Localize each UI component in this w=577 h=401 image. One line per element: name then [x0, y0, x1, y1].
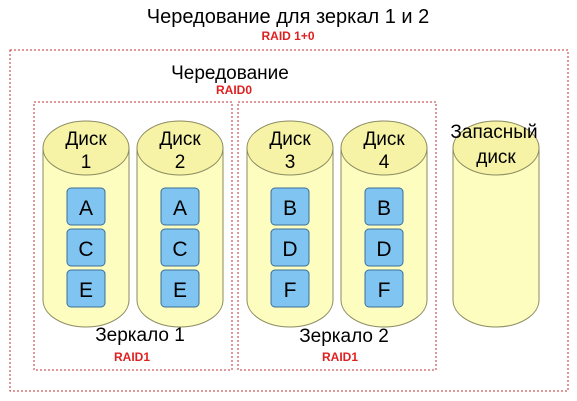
data-block: [66, 187, 106, 226]
cylinder-top: [340, 120, 428, 176]
diagram-title: Чередование для зеркал 1 и 2: [147, 6, 429, 28]
data-block: [364, 269, 404, 308]
data-block: [66, 228, 106, 267]
data-block-label: A: [79, 197, 93, 220]
spare-disk-label: Запасный: [450, 122, 537, 143]
data-block: [160, 187, 200, 226]
disk-label: Диск: [269, 129, 311, 150]
data-block: [66, 269, 106, 308]
disk-label: Диск: [159, 129, 201, 150]
data-block: [160, 228, 200, 267]
cylinder-top: [42, 120, 130, 176]
data-block-label: D: [282, 238, 297, 261]
data-block-label: B: [283, 197, 297, 220]
mirror-1-label: Зеркало 1: [95, 325, 185, 346]
mirror-2-tag: RAID1: [322, 350, 358, 364]
disk-label: Диск: [65, 129, 107, 150]
disk-number: 1: [81, 152, 92, 173]
disk-number: 3: [285, 152, 296, 173]
spare-disk-cylinder: Запасный диск: [450, 120, 540, 328]
cylinder-top: [452, 120, 540, 176]
data-block: [364, 228, 404, 267]
diagram-title-tag: RAID 1+0: [261, 29, 314, 43]
cylinder-top: [246, 120, 334, 176]
disk-number: 2: [175, 152, 186, 173]
data-block-label: F: [378, 279, 391, 302]
disk-label: Диск: [363, 129, 405, 150]
data-block-label: C: [78, 238, 93, 261]
stripe-tag: RAID0: [216, 83, 252, 97]
data-block-label: B: [377, 197, 391, 220]
cylinder-top: [136, 120, 224, 176]
data-block-label: F: [284, 279, 297, 302]
data-block-label: A: [173, 197, 187, 220]
data-block: [160, 269, 200, 308]
mirror-2-label: Зеркало 2: [299, 326, 389, 347]
spare-disk-label-2: диск: [476, 147, 516, 168]
data-block-label: E: [79, 279, 93, 302]
data-block: [270, 187, 310, 226]
mirror-1-boundary: [33, 101, 233, 371]
data-block: [270, 269, 310, 308]
data-block-label: D: [376, 238, 391, 261]
data-block-label: C: [172, 238, 187, 261]
raid10-boundary: [9, 49, 569, 392]
data-block: [364, 187, 404, 226]
data-block-label: E: [173, 279, 187, 302]
mirror-2-boundary: [237, 101, 437, 371]
disk-number: 4: [379, 152, 390, 173]
stripe-label: Чередование: [171, 63, 289, 84]
cylinder-body: [452, 148, 540, 328]
mirror-1-tag: RAID1: [114, 350, 150, 364]
data-block: [270, 228, 310, 267]
